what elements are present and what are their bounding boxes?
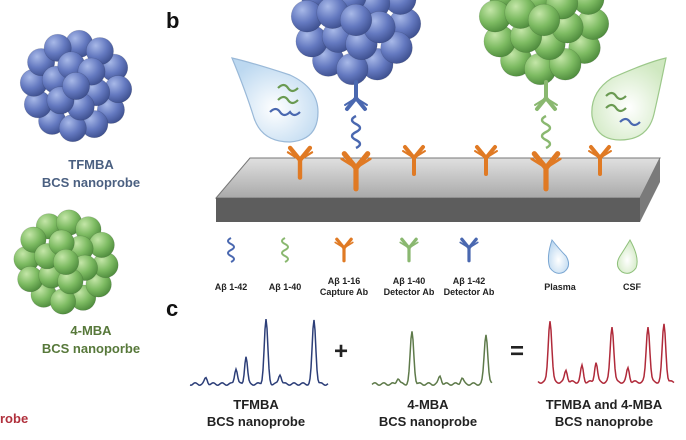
abeta142-bound-peptide (350, 114, 362, 150)
legend-capture-ab-line1: Aβ 1-16 (327, 276, 361, 286)
mba-probe-label-line1: 4-MBA (70, 323, 112, 338)
tfmba-probe-label-line1: TFMBA (68, 157, 114, 172)
legend-detector-142-icon (459, 237, 479, 263)
legend-capture-ab-label: Aβ 1-16 Capture Ab (312, 276, 376, 298)
equals-sign: = (510, 338, 525, 365)
spectrum-1-label: TFMBA BCS nanoprobe (186, 396, 326, 430)
plus-sign: + (334, 338, 349, 365)
legend-detector-142-label: Aβ 1-42 Detector Ab (437, 276, 501, 298)
legend-abeta142-icon (227, 237, 235, 263)
spectrum-2-label: 4-MBA BCS nanoprobe (358, 396, 498, 430)
legend-csf-drop-icon (616, 239, 638, 274)
legend-detector-140-line2: Detector Ab (383, 287, 435, 297)
tfmba-probe-label: TFMBA BCS nanoprobe (16, 156, 166, 192)
abeta140-bound-peptide (540, 114, 552, 150)
cut-off-probe-label: robe (0, 411, 29, 426)
legend-capture-ab-icon (334, 237, 354, 263)
spectrum-3-label-line2: BCS nanoprobe (554, 414, 654, 429)
legend-detector-142-line2: Detector Ab (443, 287, 495, 297)
legend-capture-ab-line2: Capture Ab (319, 287, 369, 297)
mba-particle-top (478, 0, 610, 86)
legend-csf-label: CSF (623, 282, 641, 292)
spectrum-1-label-line1: TFMBA (233, 397, 279, 412)
spectrum-3-label: TFMBA and 4-MBA BCS nanoprobe (524, 396, 684, 430)
tfmba-particle-top (290, 0, 422, 86)
mba-probe-label-line2: BCS nanoporbe (41, 341, 141, 356)
legend-plasma-label: Plasma (544, 282, 576, 292)
panel-b-letter: b (166, 8, 180, 33)
spectrum-1-label-line2: BCS nanoprobe (206, 414, 306, 429)
csf-droplet (591, 57, 667, 141)
legend-icons (227, 237, 638, 274)
legend-detector-142-line1: Aβ 1-42 (452, 276, 486, 286)
panel-c-letter: c (166, 296, 179, 321)
legend-plasma-drop-icon (547, 238, 570, 274)
legend-detector-140-label: Aβ 1-40 Detector Ab (377, 276, 441, 298)
legend-abeta140-icon (281, 237, 289, 263)
capture-antibodies (286, 145, 612, 192)
spectrum-2-label-line2: BCS nanoprobe (378, 414, 478, 429)
mba-probe-label: 4-MBA BCS nanoporbe (16, 322, 166, 358)
detector-ab-142-attached (344, 80, 368, 111)
tfmba-nanoprobe-sphere (19, 29, 133, 143)
tfmba-probe-label-line2: BCS nanoprobe (41, 175, 141, 190)
mba-nanoprobe-sphere (13, 209, 119, 315)
spectrum-3-label-line1: TFMBA and 4-MBA (545, 397, 663, 412)
detector-ab-140-attached (534, 80, 558, 111)
legend-detector-140-line1: Aβ 1-40 (392, 276, 426, 286)
substrate-plate (214, 157, 661, 222)
combined-spectrum (537, 321, 675, 384)
mba-spectrum (371, 331, 493, 386)
legend-abeta140-label: Aβ 1-40 (268, 282, 302, 292)
legend-abeta142-label: Aβ 1-42 (214, 282, 248, 292)
legend-detector-140-icon (399, 237, 419, 263)
plasma-droplet (231, 57, 319, 143)
spectrum-2-label-line1: 4-MBA (407, 397, 449, 412)
tfmba-spectrum (189, 319, 329, 386)
